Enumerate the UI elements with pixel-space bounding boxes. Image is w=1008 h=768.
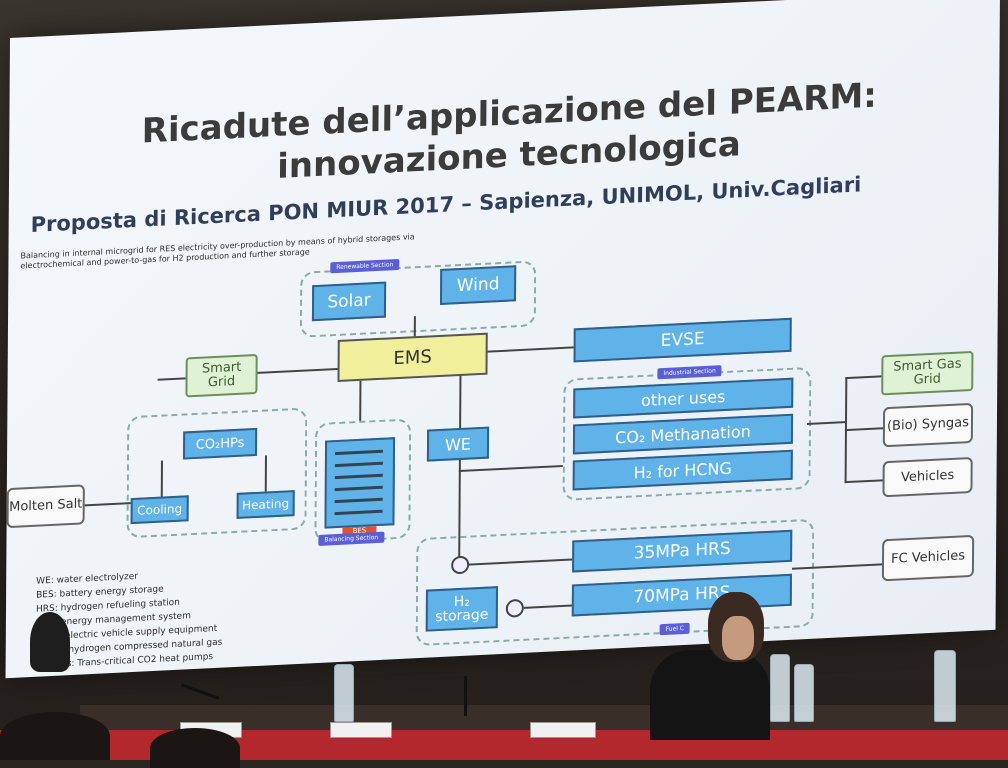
microphone bbox=[464, 676, 467, 716]
legend-item: BES: battery energy storage bbox=[36, 584, 164, 601]
renewable-ems-link bbox=[413, 316, 416, 337]
smart-gas-grid-box: Smart Gas Grid bbox=[881, 350, 974, 396]
bes-battery-stack: BES bbox=[324, 437, 396, 538]
we-industrial-link bbox=[458, 464, 563, 473]
balancing-section-tag: Balancing Section bbox=[318, 531, 385, 546]
vehicles-box: Vehicles bbox=[882, 456, 973, 498]
ems-we-link bbox=[459, 375, 462, 429]
fuel-cell-section-tag: Fuel C bbox=[659, 622, 691, 636]
ems-bes-link bbox=[359, 380, 362, 421]
hp-heating-link bbox=[264, 455, 267, 492]
bio-syngas-box: (Bio) Syngas bbox=[882, 402, 974, 448]
grid-out-link bbox=[157, 377, 186, 381]
molten-salt-box: Molten Salt bbox=[6, 484, 85, 529]
heating-box: Heating bbox=[236, 490, 295, 519]
salt-link bbox=[84, 502, 131, 507]
water-bottle bbox=[794, 664, 814, 722]
water-bottle bbox=[334, 664, 354, 722]
smart-grid-box: Smart Grid bbox=[185, 353, 258, 398]
water-bottle bbox=[770, 654, 790, 722]
h2-storage-box: H₂ storage bbox=[425, 586, 498, 632]
to-vehicles-link bbox=[844, 479, 883, 484]
grid-ems-link bbox=[257, 367, 338, 374]
we-box: WE bbox=[426, 426, 490, 462]
legend-item: WE: water electrolyzer bbox=[36, 571, 139, 587]
solar-box: Solar bbox=[311, 281, 387, 322]
speaker-face bbox=[722, 616, 754, 660]
audience-member-silhouette bbox=[30, 612, 70, 672]
hp-cooling-link bbox=[160, 460, 163, 497]
ems-evse-link bbox=[487, 346, 574, 353]
cooling-box: Cooling bbox=[130, 495, 189, 525]
co2hps-box: CO₂HPs bbox=[182, 427, 258, 460]
fc-vehicles-box: FC Vehicles bbox=[881, 534, 975, 582]
nameplate bbox=[530, 722, 596, 738]
wind-box: Wind bbox=[439, 265, 517, 305]
evse-box: EVSE bbox=[573, 317, 792, 363]
industrial-out-link bbox=[807, 421, 848, 426]
speaker-body bbox=[650, 650, 770, 740]
projection-screen: Ricadute dell’applicazione del PEARM: in… bbox=[5, 0, 1000, 679]
to-gas-grid-link bbox=[845, 375, 882, 380]
audience-head bbox=[150, 728, 240, 768]
audience-head bbox=[0, 712, 110, 760]
nameplate bbox=[330, 722, 392, 738]
ems-box: EMS bbox=[337, 332, 488, 382]
to-syngas-link bbox=[844, 427, 883, 432]
water-bottle bbox=[934, 650, 956, 722]
